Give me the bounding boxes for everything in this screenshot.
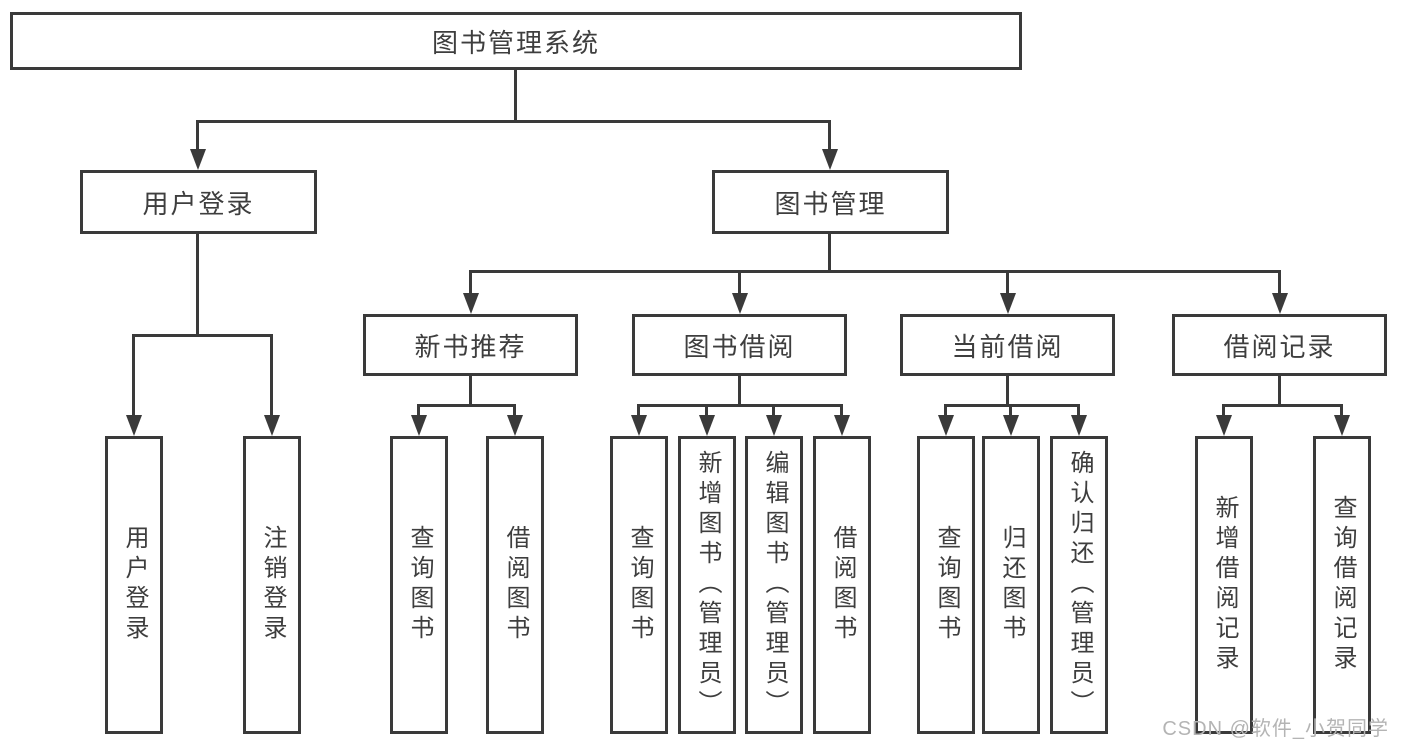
node-label: 图书管理: [774, 188, 887, 219]
leaf-label: 归还图书: [998, 525, 1025, 645]
arrow-down-icon: [1272, 293, 1288, 314]
connector-stub: [738, 376, 741, 407]
arrow-down-icon: [631, 415, 647, 436]
connector-drop: [132, 334, 135, 415]
connector-drop: [1077, 404, 1080, 416]
connector-drop: [772, 404, 775, 416]
leaf-label: 查询图书: [626, 525, 653, 645]
connector-stub: [828, 234, 831, 273]
node-book-management: 图书管理: [712, 170, 949, 234]
arrow-down-icon: [822, 149, 838, 170]
node-label: 当前借阅: [951, 331, 1064, 362]
leaf-label: 用户登录: [121, 525, 148, 645]
leaf-borrow-add-book-admin: 新增图书（管理员）: [678, 436, 736, 734]
leaf-current-return-book: 归还图书: [982, 436, 1040, 734]
leaf-logout-login: 注销登录: [243, 436, 301, 734]
arrow-down-icon: [190, 149, 206, 170]
leaf-label: 借阅图书: [502, 525, 529, 645]
node-label: 新书推荐: [414, 331, 527, 362]
leaf-newbooks-search-book: 查询图书: [390, 436, 448, 734]
leaf-label: 编辑图书（管理员）: [761, 450, 788, 720]
connector-drop: [1278, 270, 1281, 294]
connector-drop: [944, 404, 947, 416]
arrow-down-icon: [264, 415, 280, 436]
node-new-book-recommend: 新书推荐: [363, 314, 578, 376]
connector-drop: [828, 120, 831, 150]
arrow-down-icon: [766, 415, 782, 436]
arrow-down-icon: [1216, 415, 1232, 436]
leaf-borrow-search-book: 查询图书: [610, 436, 668, 734]
node-label: 用户登录: [142, 188, 255, 219]
connector-split: [132, 334, 273, 337]
arrow-down-icon: [1334, 415, 1350, 436]
connector-drop: [196, 120, 199, 150]
arrow-down-icon: [507, 415, 523, 436]
connector-drop: [513, 404, 516, 416]
csdn-watermark: CSDN @软件_小贺同学: [1162, 718, 1389, 740]
node-label: 图书借阅: [683, 331, 796, 362]
connector-drop: [1006, 270, 1009, 294]
leaf-records-search-record: 查询借阅记录: [1313, 436, 1371, 734]
leaf-label: 查询图书: [406, 525, 433, 645]
connector-split: [417, 404, 516, 407]
arrow-down-icon: [1000, 293, 1016, 314]
connector-drop: [738, 270, 741, 294]
leaf-records-add-record: 新增借阅记录: [1195, 436, 1253, 734]
leaf-newbooks-borrow-book: 借阅图书: [486, 436, 544, 734]
leaf-current-confirm-return-admin: 确认归还（管理员）: [1050, 436, 1108, 734]
leaf-label: 确认归还（管理员）: [1066, 450, 1093, 720]
connector-split: [1222, 404, 1343, 407]
leaf-label: 查询借阅记录: [1329, 495, 1356, 675]
leaf-user-login: 用户登录: [105, 436, 163, 734]
node-borrow-records: 借阅记录: [1172, 314, 1387, 376]
node-user-login: 用户登录: [80, 170, 317, 234]
leaf-label: 新增图书（管理员）: [694, 450, 721, 720]
connector-split: [637, 404, 843, 407]
connector-trunk: [514, 70, 517, 122]
connector-stub: [196, 234, 199, 337]
connector-drop: [1009, 404, 1012, 416]
leaf-borrow-edit-book-admin: 编辑图书（管理员）: [745, 436, 803, 734]
arrow-down-icon: [463, 293, 479, 314]
connector-drop: [417, 404, 420, 416]
connector-drop: [637, 404, 640, 416]
leaf-borrow-borrow-book: 借阅图书: [813, 436, 871, 734]
connector-drop: [1222, 404, 1225, 416]
arrow-down-icon: [411, 415, 427, 436]
connector-stub: [469, 376, 472, 407]
arrow-down-icon: [1003, 415, 1019, 436]
leaf-current-search-book: 查询图书: [917, 436, 975, 734]
connector-stub: [1006, 376, 1009, 407]
arrow-down-icon: [699, 415, 715, 436]
connector-drop: [469, 270, 472, 294]
connector-drop: [705, 404, 708, 416]
node-label: 借阅记录: [1223, 331, 1336, 362]
connector-drop: [270, 334, 273, 415]
connector-level2: [469, 270, 1281, 273]
node-root-label: 图书管理系统: [431, 27, 600, 58]
arrow-down-icon: [1071, 415, 1087, 436]
arrow-down-icon: [126, 415, 142, 436]
leaf-label: 查询图书: [933, 525, 960, 645]
node-current-borrow: 当前借阅: [900, 314, 1115, 376]
connector-drop: [1340, 404, 1343, 416]
leaf-label: 注销登录: [259, 525, 286, 645]
connector-stub: [1278, 376, 1281, 407]
arrow-down-icon: [938, 415, 954, 436]
node-root: 图书管理系统: [10, 12, 1022, 70]
arrow-down-icon: [732, 293, 748, 314]
leaf-label: 新增借阅记录: [1211, 495, 1238, 675]
connector-level1: [196, 120, 831, 123]
connector-drop: [840, 404, 843, 416]
leaf-label: 借阅图书: [829, 525, 856, 645]
connector-split: [944, 404, 1080, 407]
node-book-borrow: 图书借阅: [632, 314, 847, 376]
arrow-down-icon: [834, 415, 850, 436]
